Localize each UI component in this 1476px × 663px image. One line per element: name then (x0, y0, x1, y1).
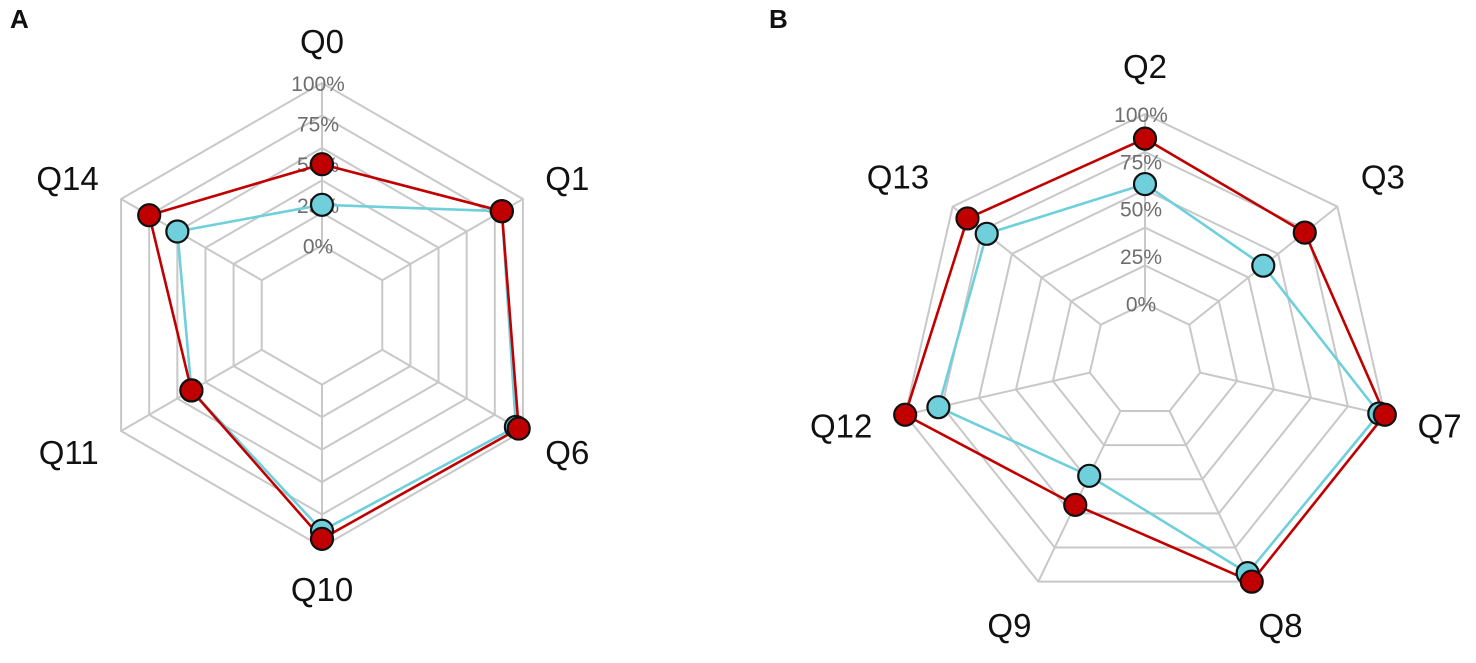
grid-ring (260, 244, 384, 386)
grid-ring (1088, 302, 1202, 412)
axis-label-q2: Q2 (1123, 48, 1167, 85)
data-point-series-2-q6 (506, 416, 531, 441)
data-point-series-1-q9 (1077, 463, 1102, 488)
data-point-series-2-q12 (893, 402, 918, 427)
data-point-series-2-q13 (955, 206, 980, 231)
data-point-series-2-q1 (489, 199, 514, 224)
grid-ring (977, 188, 1313, 515)
tick-label: 0% (1126, 293, 1156, 316)
tick-label: 50% (1120, 199, 1162, 222)
grid-spoke (381, 348, 524, 432)
data-point-series-1-q3 (1251, 253, 1276, 278)
tick-label: 100% (1114, 104, 1168, 127)
panel-letter-a: A (10, 4, 29, 34)
data-point-series-1-q12 (926, 395, 951, 420)
axis-label-q0: Q0 (300, 23, 344, 60)
axis-label-q1: Q1 (545, 160, 589, 197)
tick-label: 75% (297, 114, 339, 137)
grid-spoke (1199, 371, 1386, 416)
data-point-series-2-q3 (1292, 220, 1317, 245)
data-point-series-1-q2 (1132, 171, 1158, 197)
grid-ring (904, 112, 1386, 583)
grid-ring (1014, 226, 1276, 481)
data-point-series-1-q0 (309, 192, 335, 217)
data-point-series-2-q11 (179, 378, 204, 403)
axis-label-q11: Q11 (39, 434, 99, 471)
series-line-1 (176, 203, 518, 533)
axis-label-q3: Q3 (1361, 159, 1405, 196)
series-line-2 (903, 137, 1387, 583)
grid-spoke (1168, 410, 1253, 583)
panel-letter-b: B (769, 4, 788, 34)
grid-ring (941, 150, 1349, 549)
series-line-1 (937, 182, 1381, 575)
data-point-series-2-q9 (1063, 492, 1088, 517)
data-point-series-2-q10 (309, 526, 335, 551)
grid-ring (1051, 264, 1239, 447)
data-point-series-1-q14 (165, 219, 190, 244)
data-point-series-1-q13 (974, 221, 999, 246)
axis-label-q6: Q6 (545, 434, 589, 471)
data-point-series-2-q8 (1239, 569, 1264, 594)
data-point-series-2-q14 (137, 203, 162, 228)
axis-label-q13: Q13 (867, 159, 929, 196)
axis-label-q7: Q7 (1418, 407, 1462, 444)
data-point-series-2-q2 (1132, 126, 1158, 151)
tick-label: 100% (291, 73, 345, 96)
axis-label-q8: Q8 (1259, 607, 1303, 644)
data-point-series-2-q7 (1372, 402, 1397, 427)
tick-label: 25% (1120, 246, 1162, 269)
axis-label-q14: Q14 (36, 160, 98, 197)
axis-label-q12: Q12 (810, 407, 872, 444)
tick-label: 0% (303, 235, 333, 258)
data-point-series-2-q0 (309, 152, 335, 177)
axis-label-q10: Q10 (291, 571, 353, 608)
tick-label: 75% (1120, 151, 1162, 174)
axis-label-q9: Q9 (987, 607, 1031, 644)
